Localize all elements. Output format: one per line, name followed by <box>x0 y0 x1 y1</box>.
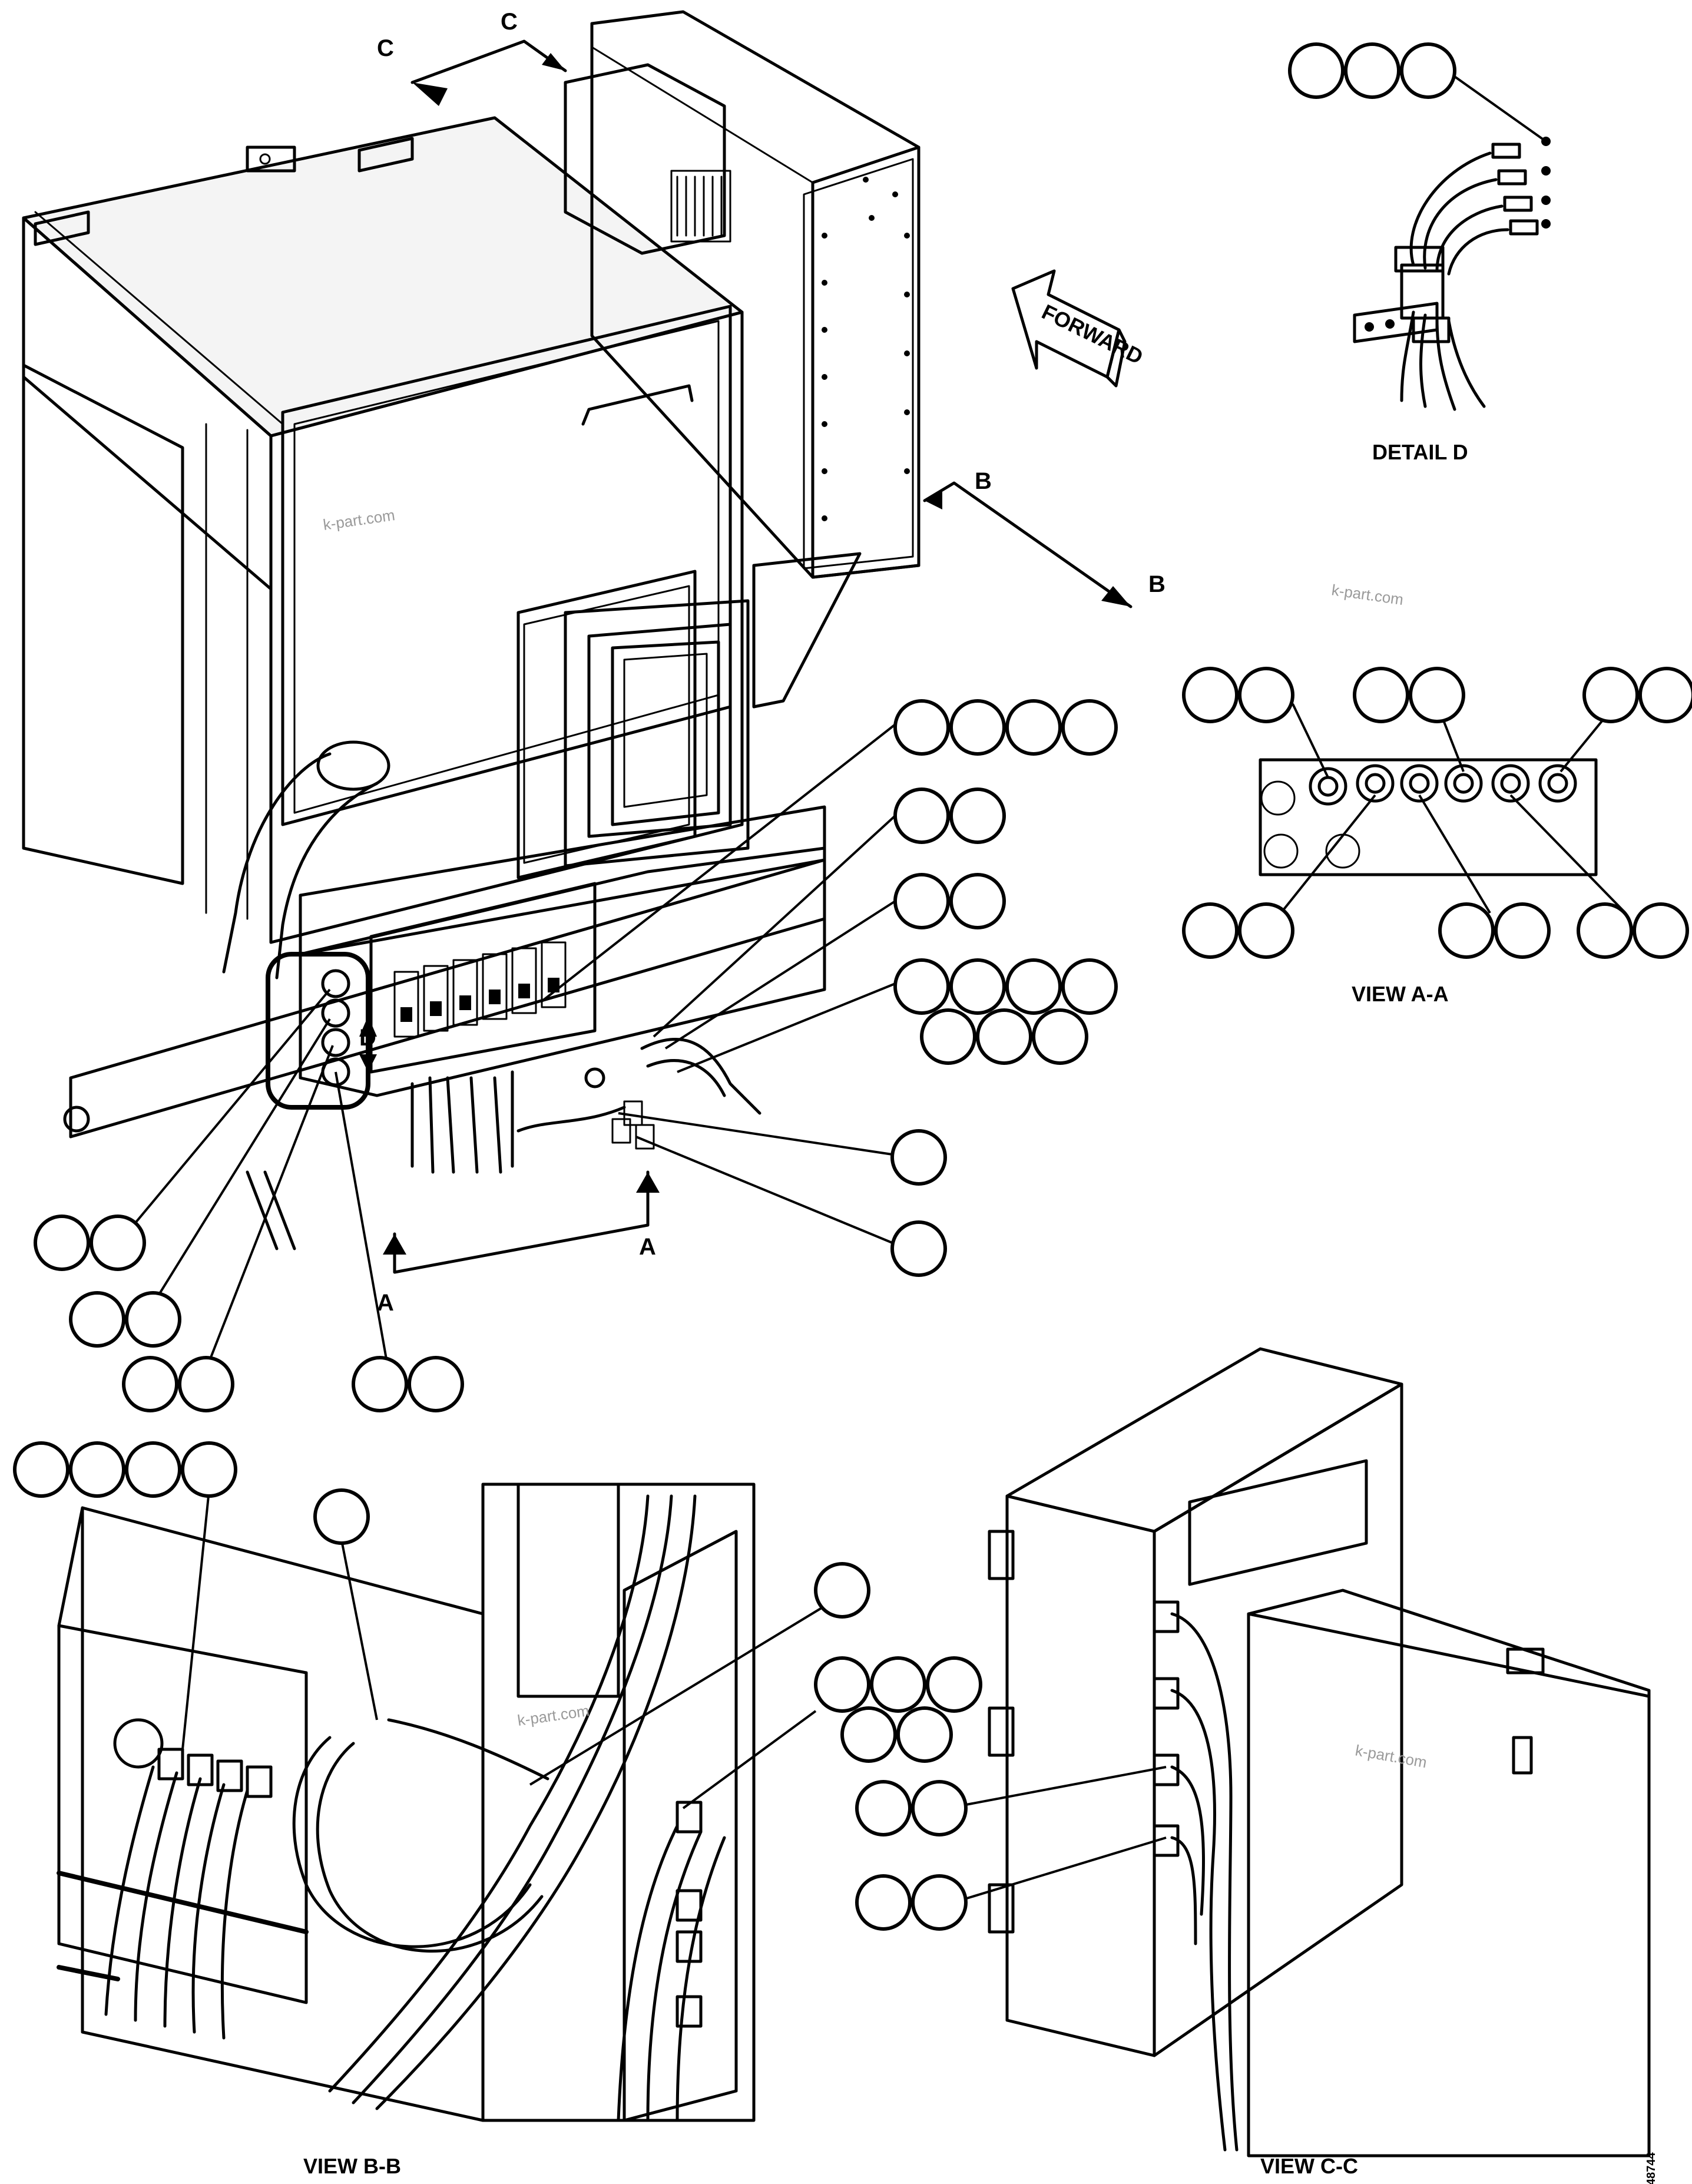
view-b-b <box>57 1483 756 2122</box>
section-arrows <box>359 39 1133 1274</box>
section-d: D <box>359 1025 376 1051</box>
leader-lines <box>122 75 1627 1901</box>
watermark: k-part.com <box>322 506 396 534</box>
main-view <box>22 10 920 1250</box>
section-c-left: C <box>377 35 394 61</box>
watermark: k-part.com <box>1354 1741 1428 1771</box>
view-a-a-title: VIEW A-A <box>1352 982 1449 1006</box>
section-a-right: A <box>639 1234 656 1260</box>
watermark: k-part.com <box>1330 581 1405 608</box>
bulkhead-connectors <box>321 969 350 1087</box>
terminal-block <box>393 941 567 1038</box>
figure-number: 48744 <box>1645 2152 1658 2184</box>
detail-d <box>1353 137 1551 411</box>
section-b-top: B <box>975 468 992 494</box>
section-c-right: C <box>501 9 518 35</box>
cable-lugs <box>1491 137 1551 236</box>
watermark: k-part.com <box>516 1702 591 1729</box>
forward-label: FORWARD <box>1038 299 1147 369</box>
cable-glands-b <box>157 1748 703 2028</box>
section-a-left: A <box>377 1290 394 1316</box>
view-a-a <box>1259 758 1598 876</box>
callout-balloons <box>13 42 1692 1931</box>
cable-glands-c <box>1153 1600 1180 1857</box>
connector-row <box>1309 764 1577 806</box>
forward-arrow-icon: FORWARD <box>1011 269 1147 388</box>
section-b-bottom: B <box>1148 571 1165 597</box>
view-c-c <box>988 1347 1651 2157</box>
view-c-c-title: VIEW C-C <box>1260 2154 1358 2178</box>
bolt-pattern <box>822 177 910 521</box>
view-b-b-title: VIEW B-B <box>303 2154 401 2178</box>
detail-d-title: DETAIL D <box>1372 440 1468 464</box>
